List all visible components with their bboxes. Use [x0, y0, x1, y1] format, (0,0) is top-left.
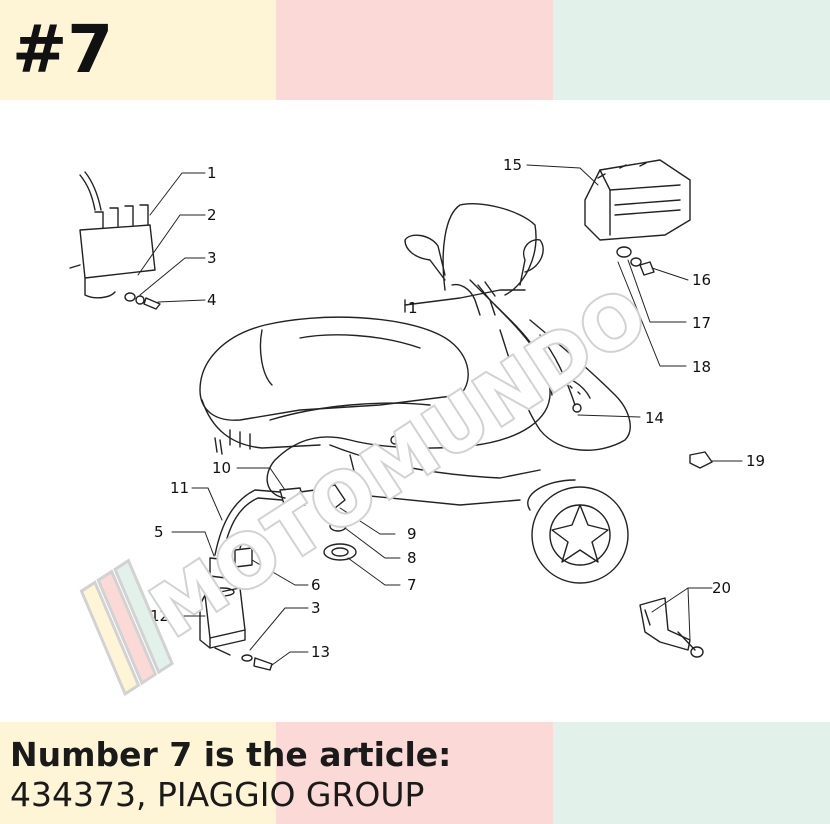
callout-3b: 3	[311, 599, 321, 617]
callout-3: 3	[207, 249, 217, 267]
callout-6: 6	[311, 576, 321, 594]
caption-article: 434373, PIAGGIO GROUP	[10, 775, 425, 814]
callout-labels: 1 2 3 4 5 6 7 8 9 10 11 12 3 13 14 15 16…	[150, 156, 765, 661]
caption-headline: Number 7 is the article:	[10, 735, 452, 774]
callout-19: 19	[746, 452, 765, 470]
item-number-title: #7	[12, 11, 114, 88]
callout-17: 17	[692, 314, 711, 332]
callout-15: 15	[503, 156, 522, 174]
scooter-illustration	[199, 203, 631, 584]
callout-7: 7	[407, 576, 417, 594]
spark-plug-cap	[279, 484, 357, 561]
callout-18: 18	[692, 358, 711, 376]
callout-4: 4	[207, 291, 217, 309]
callout-14: 14	[645, 409, 664, 427]
callout-16: 16	[692, 271, 711, 289]
callout-1: 1	[207, 164, 217, 182]
header-band-yellow	[0, 0, 276, 100]
header-band-pink	[276, 0, 553, 100]
ht-cable	[209, 489, 283, 579]
header-band-green	[553, 0, 830, 100]
regulator-washers	[124, 292, 161, 310]
callout-10: 10	[212, 459, 231, 477]
callout-20: 20	[712, 579, 731, 597]
voltage-regulator	[69, 171, 156, 299]
socket-part	[689, 451, 713, 469]
callout-11: 11	[170, 479, 189, 497]
callout-5: 5	[154, 523, 164, 541]
handlebar-mark: 1	[408, 299, 418, 317]
callout-13: 13	[311, 643, 330, 661]
ignition-coil	[199, 587, 273, 671]
leader-lines	[137, 164, 743, 666]
callout-9: 9	[407, 525, 417, 543]
bracket-with-screw	[639, 597, 704, 658]
footer-band-green	[553, 722, 830, 824]
callout-2: 2	[207, 206, 217, 224]
footer-band-pink	[276, 722, 553, 824]
battery-fuse-box	[584, 159, 691, 276]
callout-8: 8	[407, 549, 417, 567]
footer-band-yellow	[0, 722, 276, 824]
